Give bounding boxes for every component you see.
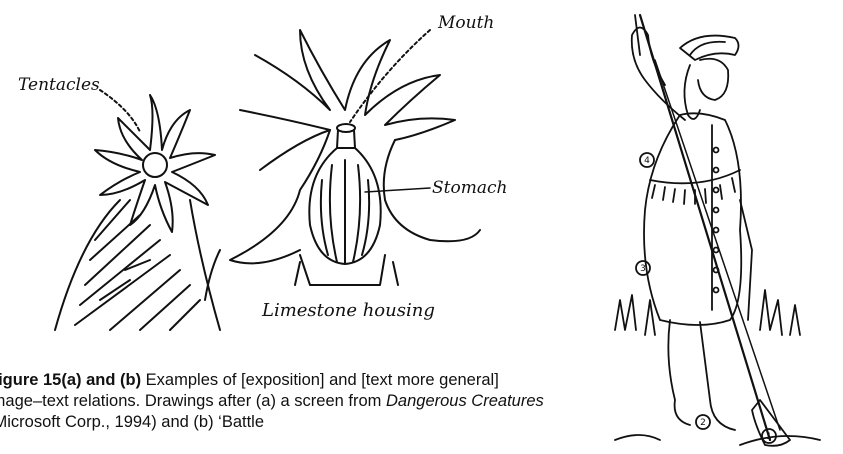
soldier-number-3: 3 xyxy=(640,264,646,274)
caption-text-2: (Microsoft Corp., 1994) and (b) ‘Battle xyxy=(0,413,264,431)
soldier-number-1: 1 xyxy=(766,432,772,442)
mouth-leader xyxy=(350,30,430,122)
stomach-label: Stomach xyxy=(432,178,507,198)
figure-caption: Figure 15(a) and (b) Examples of [exposi… xyxy=(0,370,548,433)
stomach-leader xyxy=(365,188,430,192)
caption-figure-number: Figure 15(a) and (b) xyxy=(0,371,141,389)
soldier-number-4: 4 xyxy=(644,156,650,166)
housing-label: Limestone housing xyxy=(261,300,435,321)
soldier-drawing xyxy=(615,15,820,446)
right-polyp xyxy=(205,30,480,300)
tentacles-label: Tentacles xyxy=(18,75,100,95)
mouth-label: Mouth xyxy=(437,13,494,33)
soldier-number-2: 2 xyxy=(700,418,706,428)
coral-drawing xyxy=(55,30,480,330)
left-polyp xyxy=(55,95,220,330)
caption-italic-title: Dangerous Creatures xyxy=(386,392,544,410)
